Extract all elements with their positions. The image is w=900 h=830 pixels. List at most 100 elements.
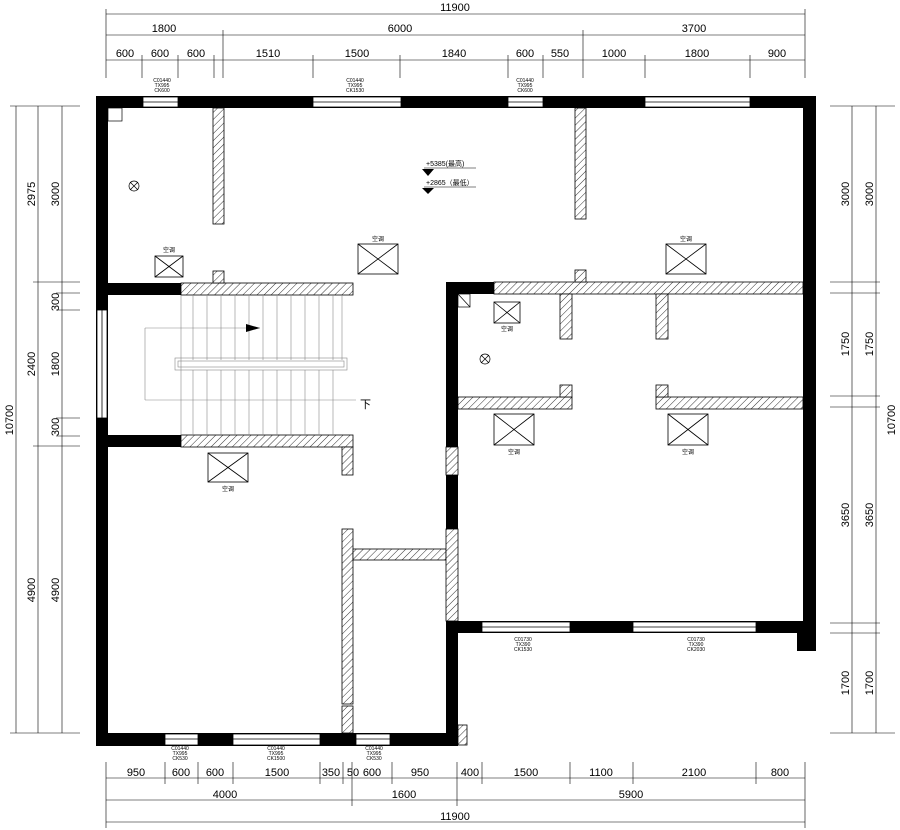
- window-label: C01730: [514, 637, 532, 643]
- dim-bottom-mid: 1600: [392, 789, 416, 801]
- window-label: CK600: [517, 88, 533, 94]
- level-low: +2865（最低）: [426, 178, 474, 187]
- dim-left-detail: 4900: [50, 578, 62, 602]
- window-label: TX995: [367, 751, 382, 757]
- window-label: C01440: [365, 746, 383, 752]
- ac-units: [154, 243, 709, 483]
- ac-unit-icon: [493, 301, 521, 324]
- dim-bottom-detail: 350: [322, 767, 340, 779]
- window-labels: C01440 TX995 CK600 C01440 TX995 CK1530 C…: [153, 78, 705, 762]
- bottom-dimension-texts: 950 600 600 1500 350 50 600 950 400 1500…: [127, 767, 789, 823]
- dim-right-detail: 3000: [840, 182, 852, 206]
- right-dimension-texts: 3000 1750 3650 1700 3000 1750 3650 1700 …: [840, 182, 898, 695]
- ac-label: 空调: [222, 485, 234, 493]
- windows: [96, 96, 757, 746]
- dim-bottom-detail: 1500: [514, 767, 538, 779]
- ac-unit-icon: [667, 413, 709, 446]
- dim-bottom-detail: 950: [411, 767, 429, 779]
- dim-bottom-detail: 1100: [589, 767, 613, 779]
- dim-top-detail: 600: [187, 48, 205, 60]
- dim-left-detail: 1800: [50, 352, 62, 376]
- ac-label: 空调: [680, 235, 692, 243]
- dim-top-detail: 1840: [442, 48, 466, 60]
- level-markers: +5385(最高) +2865（最低）: [422, 159, 476, 194]
- window-label: CK1530: [346, 88, 364, 94]
- level-marker-icon: [422, 169, 434, 176]
- window-label: C01440: [153, 78, 171, 84]
- dim-left-detail: 300: [50, 293, 62, 311]
- dim-left-mid: 2400: [26, 352, 38, 376]
- dim-bottom-mid: 4000: [213, 789, 237, 801]
- ac-unit-icon: [207, 452, 249, 483]
- dim-bottom-total: 11900: [440, 811, 470, 823]
- dim-left-mid: 2975: [26, 182, 38, 206]
- dim-top-detail: 1500: [345, 48, 369, 60]
- dim-right-detail: 3000: [864, 182, 876, 206]
- dim-left-mid: 4900: [26, 578, 38, 602]
- window-label: CK600: [154, 88, 170, 94]
- dim-bottom-mid: 5900: [619, 789, 643, 801]
- window-label: TX995: [173, 751, 188, 757]
- top-dimension-texts: 11900 1800 6000 3700 600 600 600 1510 15…: [116, 2, 786, 60]
- window-label: C01440: [346, 78, 364, 84]
- stair-down-label: 下: [360, 399, 371, 411]
- ac-label: 空调: [501, 325, 513, 333]
- interior-walls: [180, 107, 804, 746]
- left-dimension-texts: 10700 2975 2400 4900 3000 300 1800 300 4…: [4, 182, 62, 602]
- pipe-shaft-icon: [457, 293, 471, 308]
- dim-top-mid: 3700: [682, 23, 706, 35]
- dimension-lines: [10, 9, 895, 828]
- stair-arrow-icon: [246, 324, 260, 332]
- ac-label: 空调: [372, 235, 384, 243]
- fixtures: [107, 107, 491, 365]
- dim-right-detail: 1700: [840, 671, 852, 695]
- window-label: TX995: [518, 83, 533, 89]
- ac-labels: 空调 空调 空调 空调 空调 空调 空调: [163, 235, 694, 493]
- window-label: CK1530: [514, 647, 532, 653]
- window-label: TX995: [348, 83, 363, 89]
- window-label: C01440: [171, 746, 189, 752]
- ac-label: 空调: [508, 448, 520, 456]
- dim-left-detail: 3000: [50, 182, 62, 206]
- window-label: CK530: [172, 756, 188, 762]
- dim-top-detail: 900: [768, 48, 786, 60]
- dim-bottom-detail: 950: [127, 767, 145, 779]
- floor-drain-icon: [128, 180, 140, 192]
- dim-bottom-detail: 600: [363, 767, 381, 779]
- ac-label: 空调: [163, 246, 175, 254]
- window-label: TX995: [269, 751, 284, 757]
- dim-right-detail: 1750: [840, 332, 852, 356]
- dim-right-detail: 3650: [864, 503, 876, 527]
- level-marker-icon: [422, 188, 434, 194]
- dim-top-total: 11900: [440, 2, 470, 14]
- dim-top-mid: 6000: [388, 23, 412, 35]
- ac-unit-icon: [665, 243, 707, 275]
- window-label: CK2030: [687, 647, 705, 653]
- dim-top-detail: 600: [516, 48, 534, 60]
- dim-bottom-detail: 800: [771, 767, 789, 779]
- dim-bottom-detail: 1500: [265, 767, 289, 779]
- dim-top-detail: 1000: [602, 48, 626, 60]
- dim-bottom-detail: 600: [172, 767, 190, 779]
- dim-right-detail: 1700: [864, 671, 876, 695]
- window-label: TX995: [155, 83, 170, 89]
- window-label: CK530: [366, 756, 382, 762]
- dim-bottom-detail: 2100: [682, 767, 706, 779]
- dim-bottom-detail: 600: [206, 767, 224, 779]
- dim-top-detail: 600: [151, 48, 169, 60]
- dim-top-mid: 1800: [152, 23, 176, 35]
- staircase: [144, 295, 356, 435]
- ac-label: 空调: [682, 448, 694, 456]
- dim-bottom-detail: 50: [347, 767, 359, 779]
- window-label: TX390: [516, 642, 531, 648]
- level-high: +5385(最高): [426, 159, 464, 168]
- dim-left-detail: 300: [50, 418, 62, 436]
- dim-top-detail: 1800: [685, 48, 709, 60]
- window-label: C01440: [267, 746, 285, 752]
- dim-top-detail: 550: [551, 48, 569, 60]
- dim-bottom-detail: 400: [461, 767, 479, 779]
- dim-top-detail: 600: [116, 48, 134, 60]
- window-label: C01730: [687, 637, 705, 643]
- ac-unit-icon: [493, 413, 535, 446]
